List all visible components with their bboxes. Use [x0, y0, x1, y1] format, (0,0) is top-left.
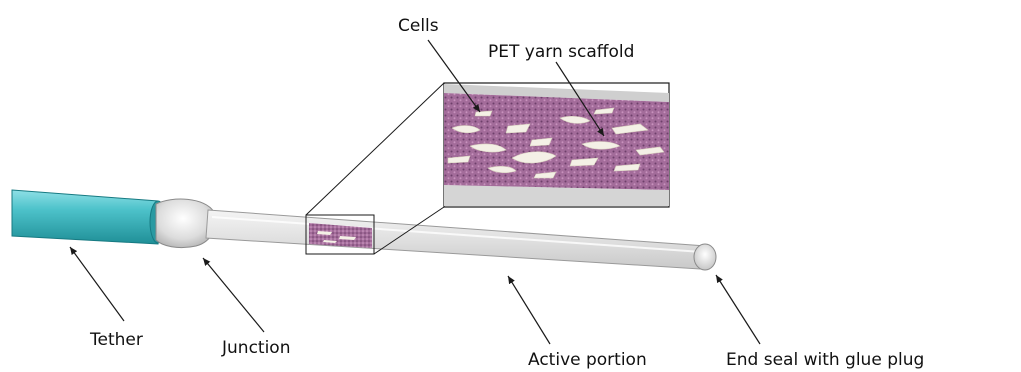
- label-active-portion: Active portion: [528, 350, 647, 370]
- arrow-active-portion: [508, 276, 550, 344]
- inset-magnified-view: [444, 83, 669, 207]
- tether: [12, 190, 166, 244]
- arrow-junction: [203, 258, 264, 332]
- label-tether: Tether: [89, 330, 143, 350]
- end-seal: [694, 244, 716, 270]
- label-pet-yarn-scaffold: PET yarn scaffold: [488, 42, 634, 62]
- arrow-tether: [70, 247, 124, 321]
- active-portion-tube: [206, 210, 706, 269]
- arrow-end-seal: [716, 275, 760, 344]
- label-cells: Cells: [398, 16, 439, 36]
- label-end-seal: End seal with glue plug: [726, 350, 924, 370]
- label-junction: Junction: [221, 338, 290, 358]
